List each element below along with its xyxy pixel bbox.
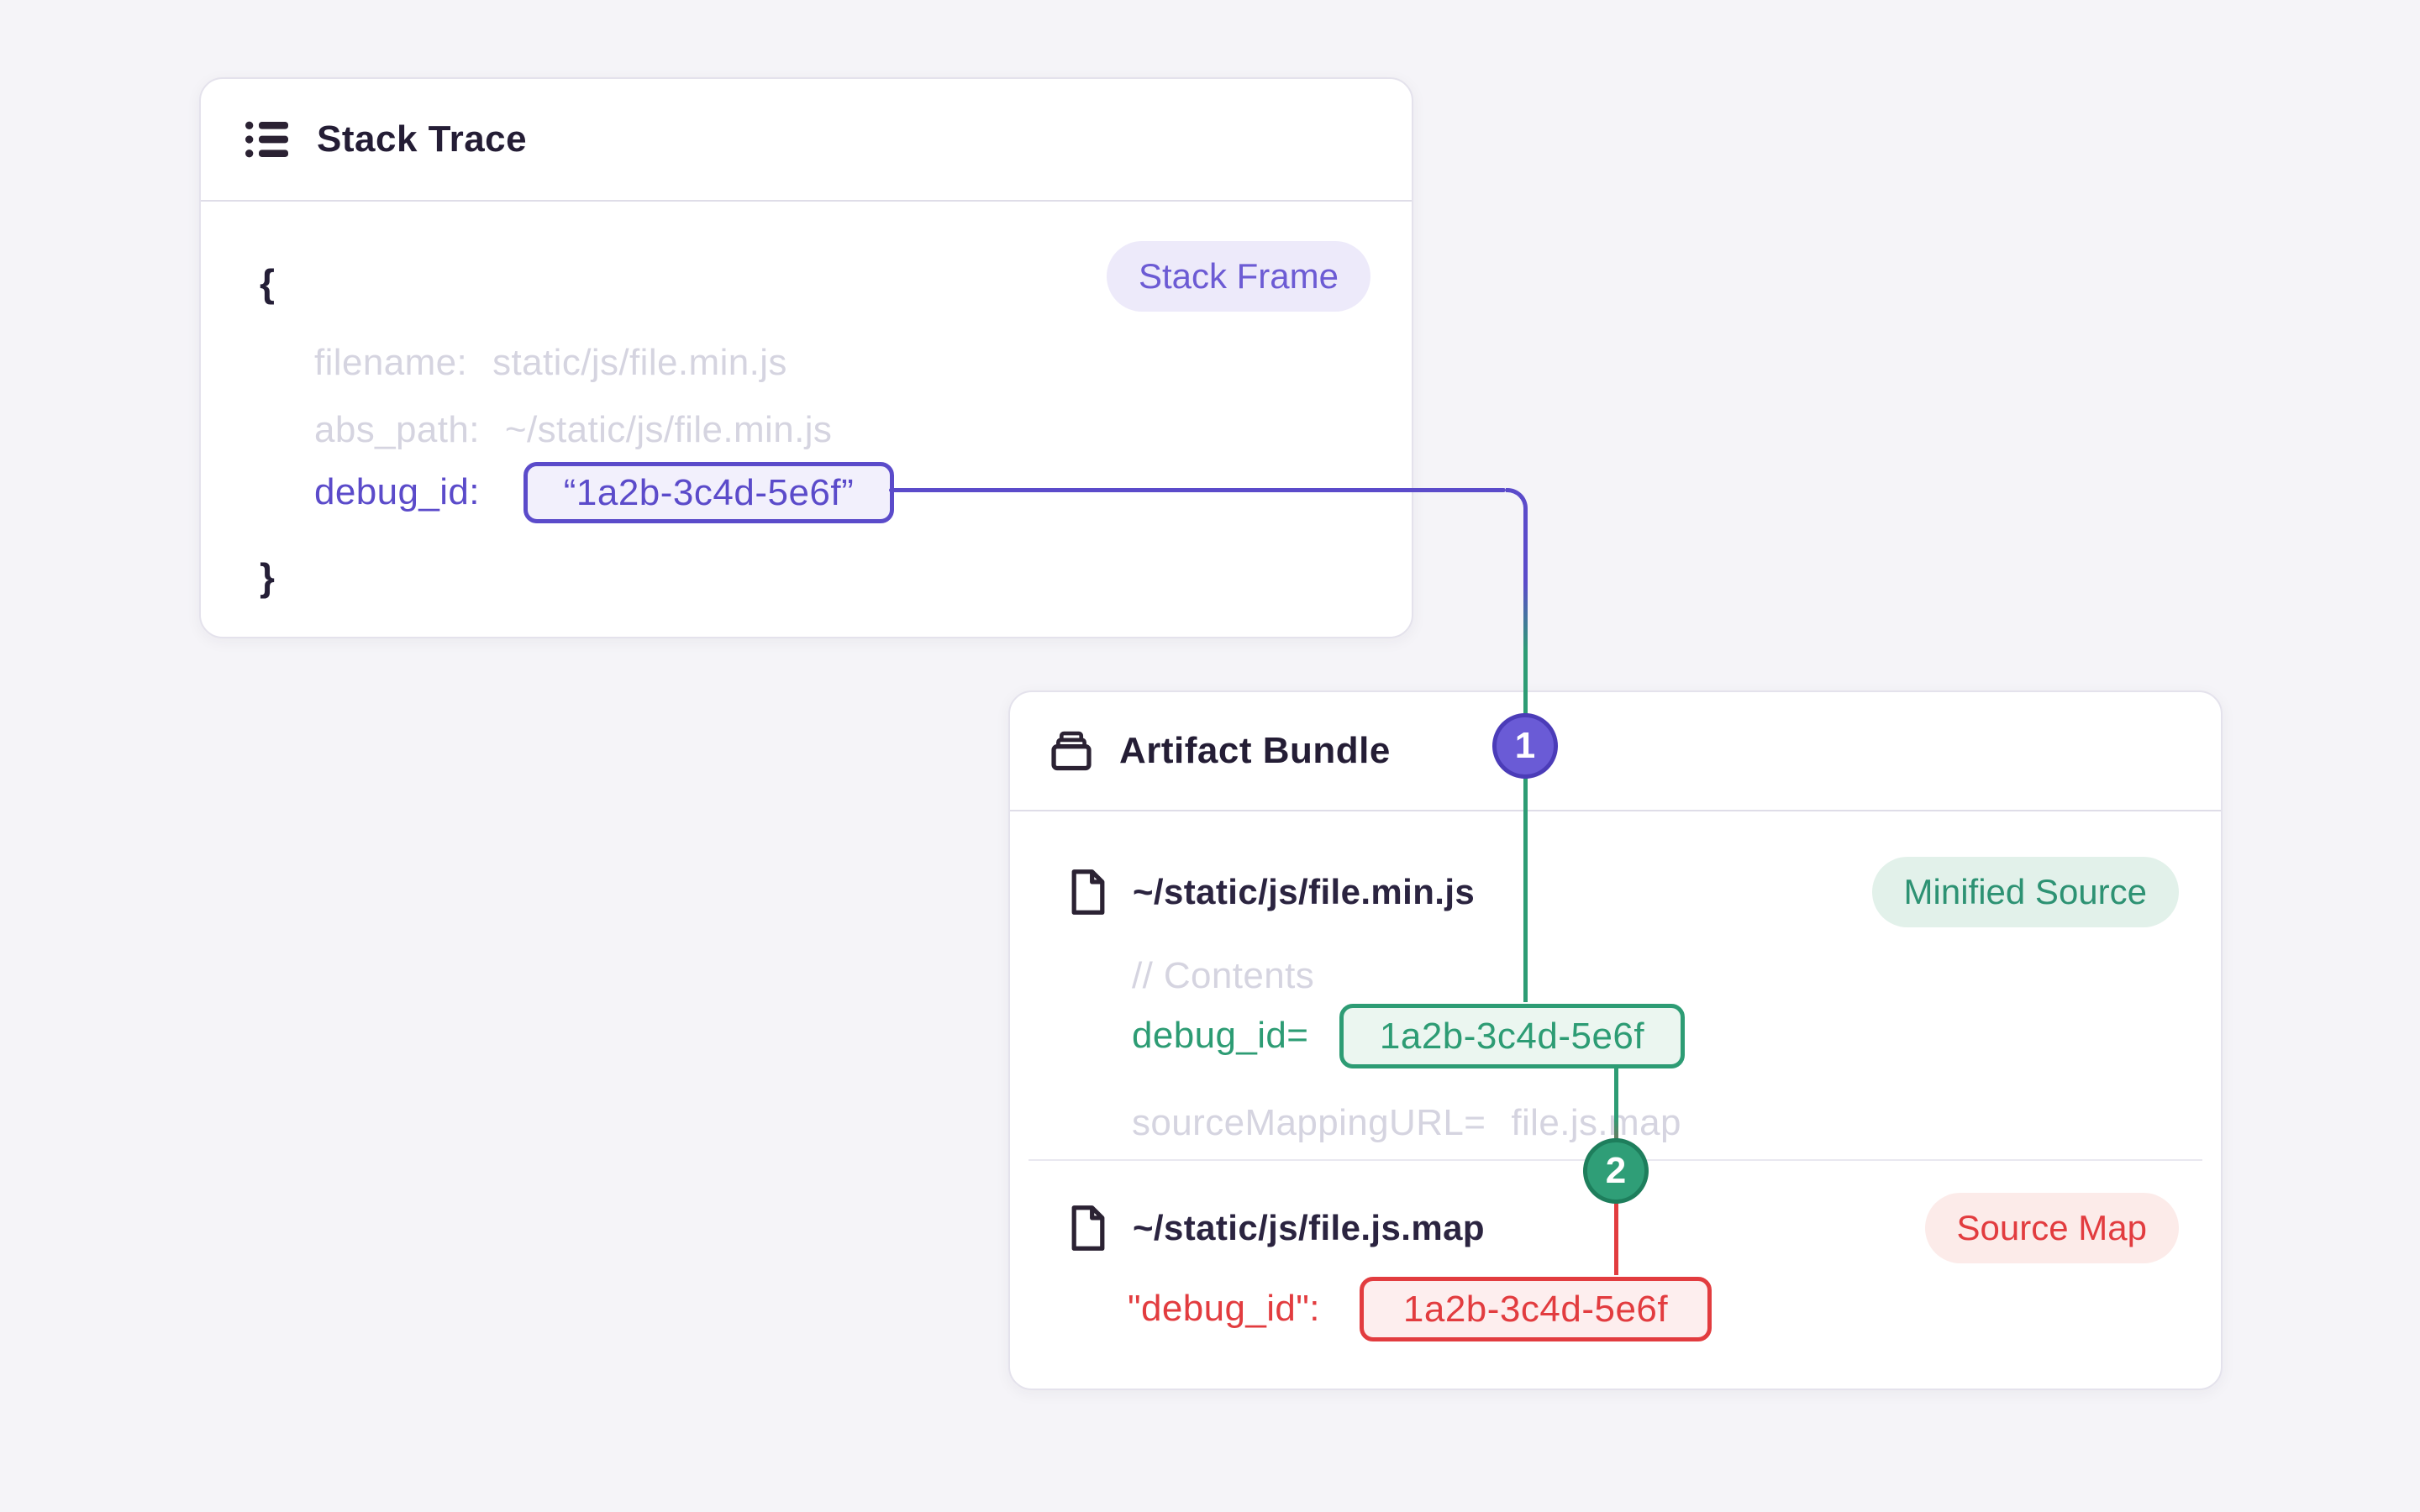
file-icon [1071, 869, 1105, 915]
file-icon [1071, 1205, 1105, 1251]
filename-line: filename: static/js/file.min.js [314, 342, 787, 384]
step-2-circle: 2 [1583, 1138, 1649, 1204]
minified-source-badge: Minified Source [1871, 857, 2179, 927]
step-1-circle: 1 [1492, 713, 1558, 779]
filename-label: filename: [314, 342, 468, 383]
artifact-bundle-card: Artifact Bundle ~/static/js/file.min.js … [1008, 690, 2223, 1390]
minified-file-path: ~/static/js/file.min.js [1133, 872, 1476, 911]
minified-file-row: ~/static/js/file.min.js [1069, 869, 1475, 916]
abs-path-label: abs_path: [314, 409, 480, 450]
source-mapping-line: sourceMappingURL= file.js.map [1132, 1102, 1681, 1144]
abs-path-line: abs_path: ~/static/js/file.min.js [314, 409, 832, 451]
abs-path-value: ~/static/js/file.min.js [504, 409, 833, 450]
stack-debug-id-box: “1a2b-3c4d-5e6f” [523, 462, 894, 523]
debug-id-label: debug_id: [314, 471, 480, 512]
map-debug-id-label: "debug_id": [1128, 1288, 1320, 1329]
source-mapping-value: file.js.map [1511, 1102, 1681, 1143]
connector-1-horizontal-line [889, 488, 1506, 492]
connector-1-elbow [1506, 488, 1528, 510]
bundle-debug-id-label: debug_id= [1132, 1015, 1309, 1056]
bundle-debug-id-box: 1a2b-3c4d-5e6f [1339, 1004, 1685, 1068]
map-debug-id-box: 1a2b-3c4d-5e6f [1360, 1277, 1712, 1341]
sourcemap-file-row: ~/static/js/file.js.map [1069, 1205, 1485, 1252]
artifact-bundle-title: Artifact Bundle [1119, 730, 1391, 771]
open-brace: { [260, 261, 276, 305]
list-icon [245, 121, 288, 158]
stack-trace-title: Stack Trace [317, 118, 528, 160]
archive-bundle-icon [1051, 731, 1092, 771]
filename-value: static/js/file.min.js [492, 342, 787, 383]
stack-trace-card: Stack Trace Stack Frame { filename: stat… [199, 77, 1413, 638]
source-map-badge: Source Map [1924, 1193, 2179, 1263]
contents-comment: // Contents [1132, 955, 1315, 996]
source-mapping-label: sourceMappingURL= [1132, 1102, 1486, 1143]
artifact-bundle-header: Artifact Bundle [1010, 692, 2221, 811]
stack-frame-badge: Stack Frame [1106, 241, 1370, 312]
sourcemap-file-path: ~/static/js/file.js.map [1133, 1208, 1485, 1247]
stack-trace-header: Stack Trace [201, 79, 1412, 202]
close-brace: } [260, 555, 276, 599]
